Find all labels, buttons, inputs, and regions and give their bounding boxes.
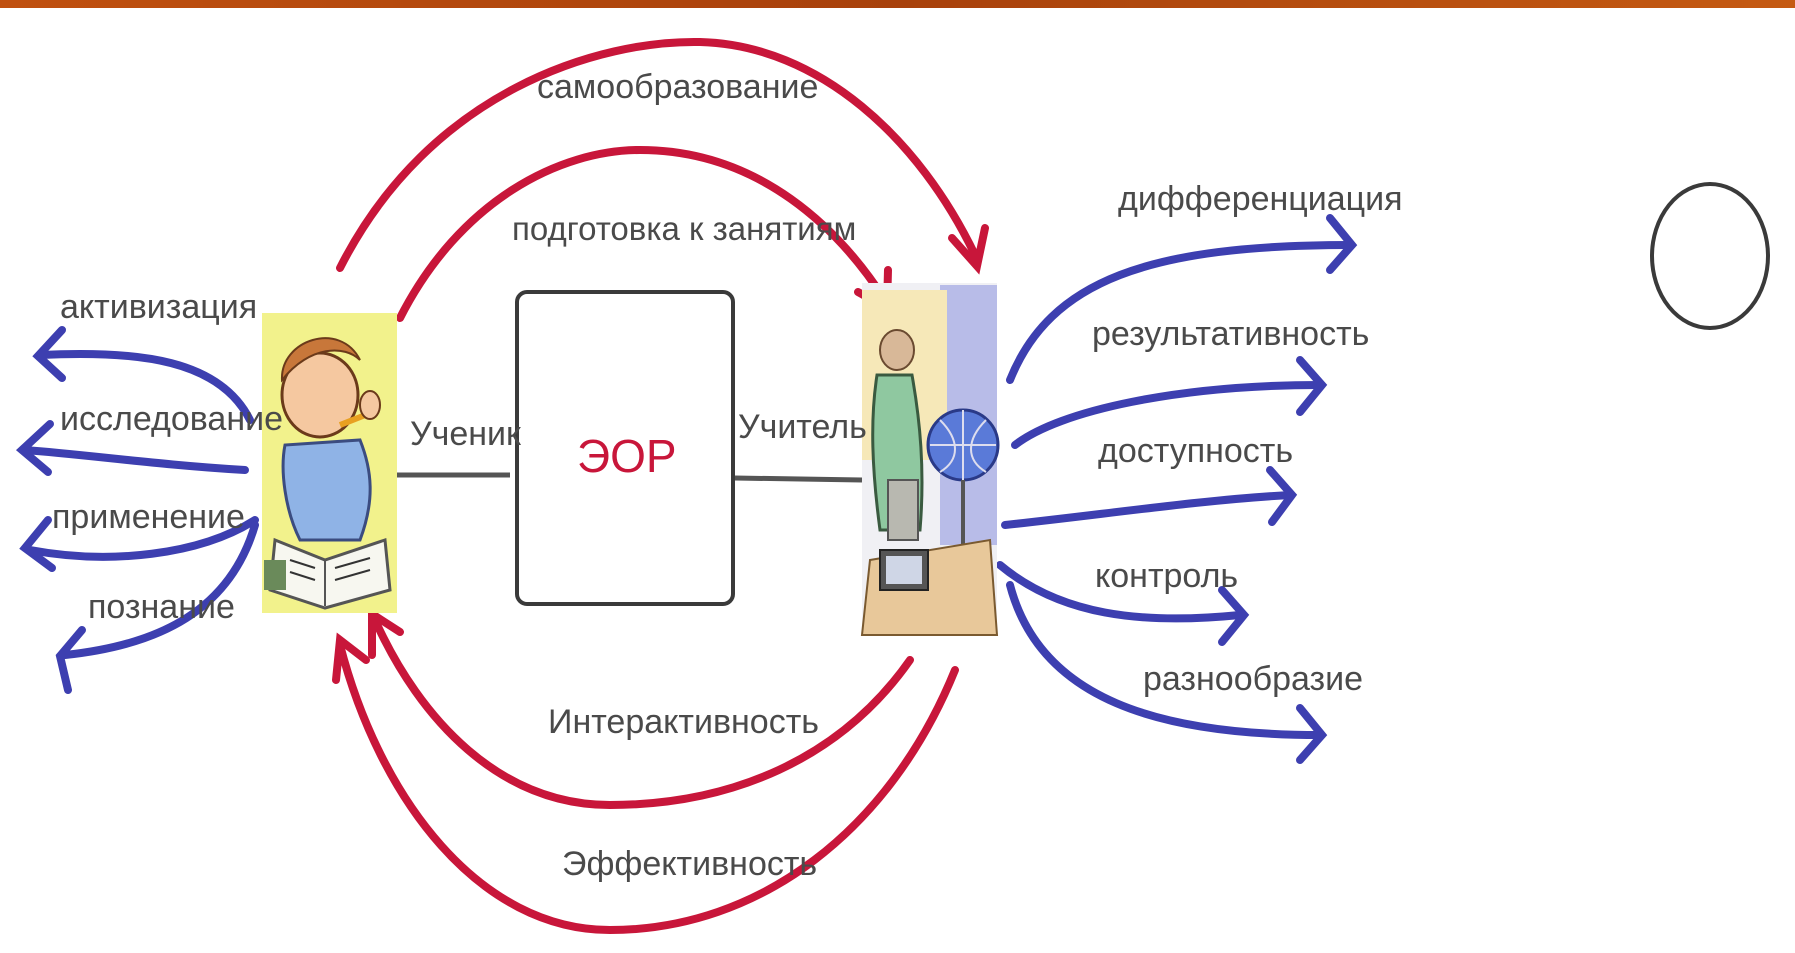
left-item-label: исследование [60,400,283,438]
label-student: Ученик [410,415,522,453]
label-teacher: Учитель [738,408,867,446]
right-item-label: доступность [1098,432,1293,470]
left-item-label: познание [88,588,235,626]
right-item-label: разнообразие [1143,660,1363,698]
empty-circle-shape [1650,182,1770,330]
left-item-label: применение [52,498,245,536]
right-item-label: результативность [1092,315,1369,353]
blue-arrows-left [15,326,259,694]
blue-arrows-right [996,214,1358,764]
teacher-with-globe-clipart [860,283,1000,636]
right-item-label: дифференциация [1118,180,1403,218]
label-interactivity: Интерактивность [548,703,819,741]
right-item-label: контроль [1095,557,1238,595]
red-arc-effectiveness [332,632,959,935]
connector-teacher [734,475,863,483]
label-eor: ЭОР [577,430,677,482]
eor-box [515,290,735,606]
label-effectiveness: Эффективность [562,845,817,883]
label-lesson-prep: подготовка к занятиям [512,210,856,247]
red-arc-interactivity [368,606,914,810]
left-item-label: активизация [60,288,257,326]
label-self-education: самообразование [537,68,818,106]
student-clipart [262,313,397,613]
slide-top-border [0,0,1795,8]
red-arc-self-education [336,37,989,275]
